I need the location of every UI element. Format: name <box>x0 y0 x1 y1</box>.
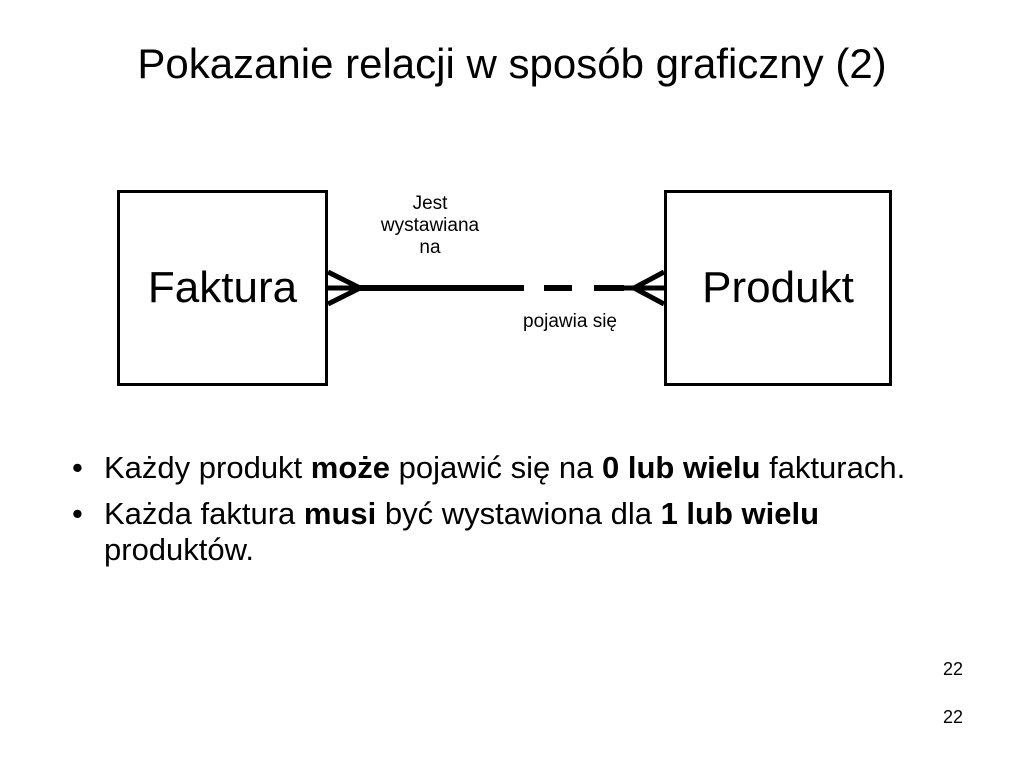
crows-foot-left <box>326 269 362 307</box>
entity-produkt: Produkt <box>664 190 892 386</box>
bullet-text: Każda faktura musi być wystawiona dla 1 … <box>104 496 819 567</box>
relationship-label-top-line: Jest <box>412 193 448 214</box>
page-number: 22 <box>942 659 963 679</box>
bullet-segment-bold: musi <box>303 496 377 531</box>
entity-faktura: Faktura <box>117 190 328 386</box>
bullet-segment: produktów. <box>104 532 254 567</box>
relationship-label-top-line: na <box>419 237 441 258</box>
crows-foot-right <box>624 269 666 307</box>
bullet-icon: • <box>72 496 83 531</box>
bullet-segment: pojawić się na <box>390 450 602 485</box>
bullet-segment: Każda faktura <box>104 496 304 531</box>
bullet-list: • Każdy produkt może pojawić się na 0 lu… <box>72 450 972 578</box>
relationship-label-top: Jest wystawiana na <box>355 193 505 259</box>
bullet-segment: fakturach. <box>760 450 906 485</box>
bullet-item: • Każdy produkt może pojawić się na 0 lu… <box>72 450 972 486</box>
entity-produkt-label: Produkt <box>702 263 854 312</box>
bullet-segment: być wystawiona dla <box>376 496 661 531</box>
bullet-segment-bold: 1 lub wielu <box>660 496 820 531</box>
entity-faktura-label: Faktura <box>147 263 298 312</box>
relationship-label-bottom: pojawia się <box>523 311 617 332</box>
bullet-item: • Każda faktura musi być wystawiona dla … <box>72 496 972 568</box>
page-number-footer: 22 <box>942 707 963 727</box>
slide-title: Pokazanie relacji w sposób graficzny (2) <box>137 40 887 87</box>
bullet-segment: Każdy produkt <box>104 450 311 485</box>
bullet-text: Każdy produkt może pojawić się na 0 lub … <box>104 450 905 485</box>
bullet-icon: • <box>72 450 83 485</box>
relationship-label-top-line: wystawiana <box>380 215 480 236</box>
bullet-segment-bold: może <box>310 450 391 485</box>
bullet-segment-bold: 0 lub wielu <box>602 450 761 485</box>
